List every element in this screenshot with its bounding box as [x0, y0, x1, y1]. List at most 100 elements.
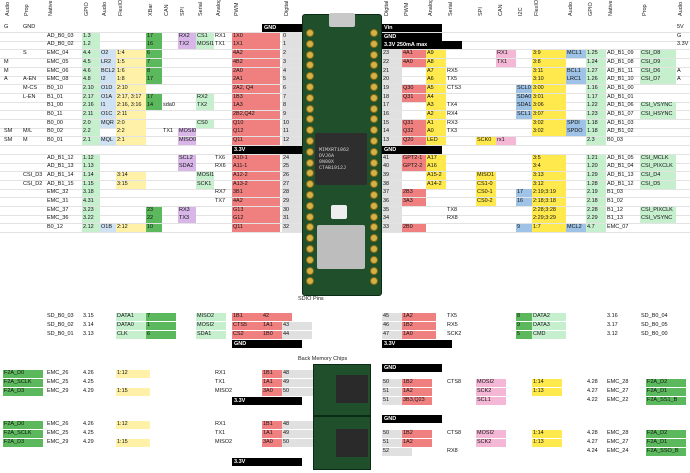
right-cell: CSI_HSYNC [640, 111, 676, 119]
mem-R-cell: CTS8 [447, 430, 462, 436]
usb-connector-icon [329, 13, 355, 27]
header-right-0: Digital [384, 0, 390, 16]
right-cell: AD_B1_10 [607, 76, 634, 82]
pin-pad [306, 50, 314, 59]
left-cell: Q11 [232, 224, 280, 232]
left-cell: 4.8 [82, 76, 100, 84]
right-cell: 39 [382, 172, 402, 180]
power-bar-right: GND [382, 33, 442, 41]
right-cell: B1_13 [607, 215, 623, 221]
right-cell: AD_B1_13 [607, 172, 634, 178]
pin-pad [370, 245, 378, 253]
left-cell: 1 [282, 41, 302, 49]
right-cell: 2B3 [402, 189, 426, 197]
mem-R-cell: 51 [382, 388, 412, 396]
mem-R-cell: 1A2 [402, 388, 432, 396]
right-cell: CSI_VSYNC [640, 102, 676, 110]
left-cell: O1C [100, 111, 116, 119]
right-cell: 35 [382, 207, 402, 215]
sdio-left-cell: 43 [282, 322, 312, 330]
right-cell: 3:00 [532, 85, 566, 93]
sdio-right-cell: SD_B0_05 [641, 322, 668, 328]
sdio-left-cell: DATA1 [116, 313, 146, 321]
pin-pad [306, 39, 314, 48]
pin-pad [370, 158, 378, 167]
right-cell: SCK0 [476, 137, 496, 145]
right-cell: B1_03 [607, 189, 623, 195]
left-cell: 4 [282, 68, 302, 76]
left-cell: 4A2 [232, 50, 280, 58]
right-cell: 17 [516, 189, 532, 197]
right-cell: TX1 [496, 59, 516, 67]
pin-pad [370, 180, 378, 189]
right-cell: A3 [426, 102, 446, 110]
right-cell: Q20 [402, 137, 426, 145]
left-cell: 2.10 [82, 85, 100, 93]
right-cell: AD_B1_08 [607, 59, 634, 65]
ground-bar: GND [262, 24, 302, 32]
right-cell: CSI_PIXCLK [640, 207, 676, 215]
left-cell: A12-2 [232, 172, 280, 180]
right-cell: AD_B1_02 [607, 128, 634, 134]
sdio-left-cell: 3.14 [83, 322, 94, 328]
sdio-left-cell: SD_B0_01 [47, 331, 74, 337]
sdio-left-cell: 44 [282, 331, 312, 339]
pin-pad [370, 201, 378, 210]
right-cell: 1.18 [586, 120, 606, 128]
pin-pad [306, 201, 314, 210]
left-cell: EMC_37 [47, 207, 69, 213]
header-right-12: Audio [678, 1, 684, 16]
left-cell: RX3 [178, 207, 196, 215]
right-cell: B1_12 [607, 207, 623, 213]
mem-L-cell: F2A_SCLK [3, 430, 43, 438]
header-right-2: Analog [428, 0, 434, 16]
right-cell: A17 [426, 155, 446, 163]
sdio-left-cell: 1 [146, 322, 176, 330]
right-cell: 4.7 [586, 224, 606, 232]
left-cell: 2:1 [116, 137, 146, 145]
sdio-left-cell: 42 [262, 313, 292, 321]
mem-L-cell: EMC_26 [47, 370, 69, 376]
left-cell: 1.3 [82, 33, 100, 41]
left-cell: S [23, 50, 27, 56]
pin-pad [306, 158, 314, 167]
mem-R-cell: F2A_D2 [646, 379, 686, 387]
header-left-8: SPI [180, 7, 186, 16]
mem-L-cell: EMC_25 [47, 430, 69, 436]
left-cell: B1_01 [47, 94, 63, 100]
right-cell: 34 [382, 215, 402, 223]
mem-R-cell: 1:14 [532, 430, 562, 438]
left-cell: 3:15 [116, 181, 146, 189]
left-cell: 1.2 [82, 41, 100, 49]
mem-R-cell: EMC_24 [607, 448, 629, 454]
mem-L-cell: F2A_D0 [3, 421, 43, 429]
pin-pad [370, 50, 378, 59]
left-cell: 27 [282, 181, 302, 189]
left-cell: 2:10 [116, 85, 146, 93]
right-cell: 4A0 [402, 59, 426, 67]
left-cell: EMC_05 [47, 59, 69, 65]
right-cell: AD_B1_11 [607, 68, 634, 74]
teensy-board-image: MIMXRT1062 DVJ6A 0N00X CTAB1912J [302, 13, 382, 296]
pin-pad [306, 255, 314, 264]
mem-R-cell: 51 [382, 439, 412, 447]
mem-R-cell: 1A2 [402, 439, 432, 447]
right-cell: 2:29;3:29 [532, 215, 566, 223]
memory-chip-2 [336, 429, 368, 457]
mem-L-cell: 3A0 [262, 388, 296, 396]
mem-L-cell: EMC_29 [47, 388, 69, 394]
memory-title: Back Memory Chips [298, 356, 348, 362]
mem-L-cell: 4.29 [83, 388, 94, 394]
left-cell: 2:17, 3:17 [116, 94, 146, 102]
left-cell: 1.12 [82, 155, 100, 163]
left-cell: 1:5 [116, 59, 146, 67]
left-cell: 6 [146, 50, 162, 58]
right-cell: AD_B1_01 [607, 94, 634, 100]
right-cell: 3:4 [532, 163, 566, 171]
sdio-left-cell: CTS5 [232, 322, 262, 330]
mem-L-cell: RX1 [215, 370, 226, 376]
right-cell: 3:06 [532, 102, 566, 110]
mem-R-cell: SCK2 [476, 439, 506, 447]
mem-R-cell: EMC_22 [607, 397, 629, 403]
pin-pad [370, 115, 378, 124]
